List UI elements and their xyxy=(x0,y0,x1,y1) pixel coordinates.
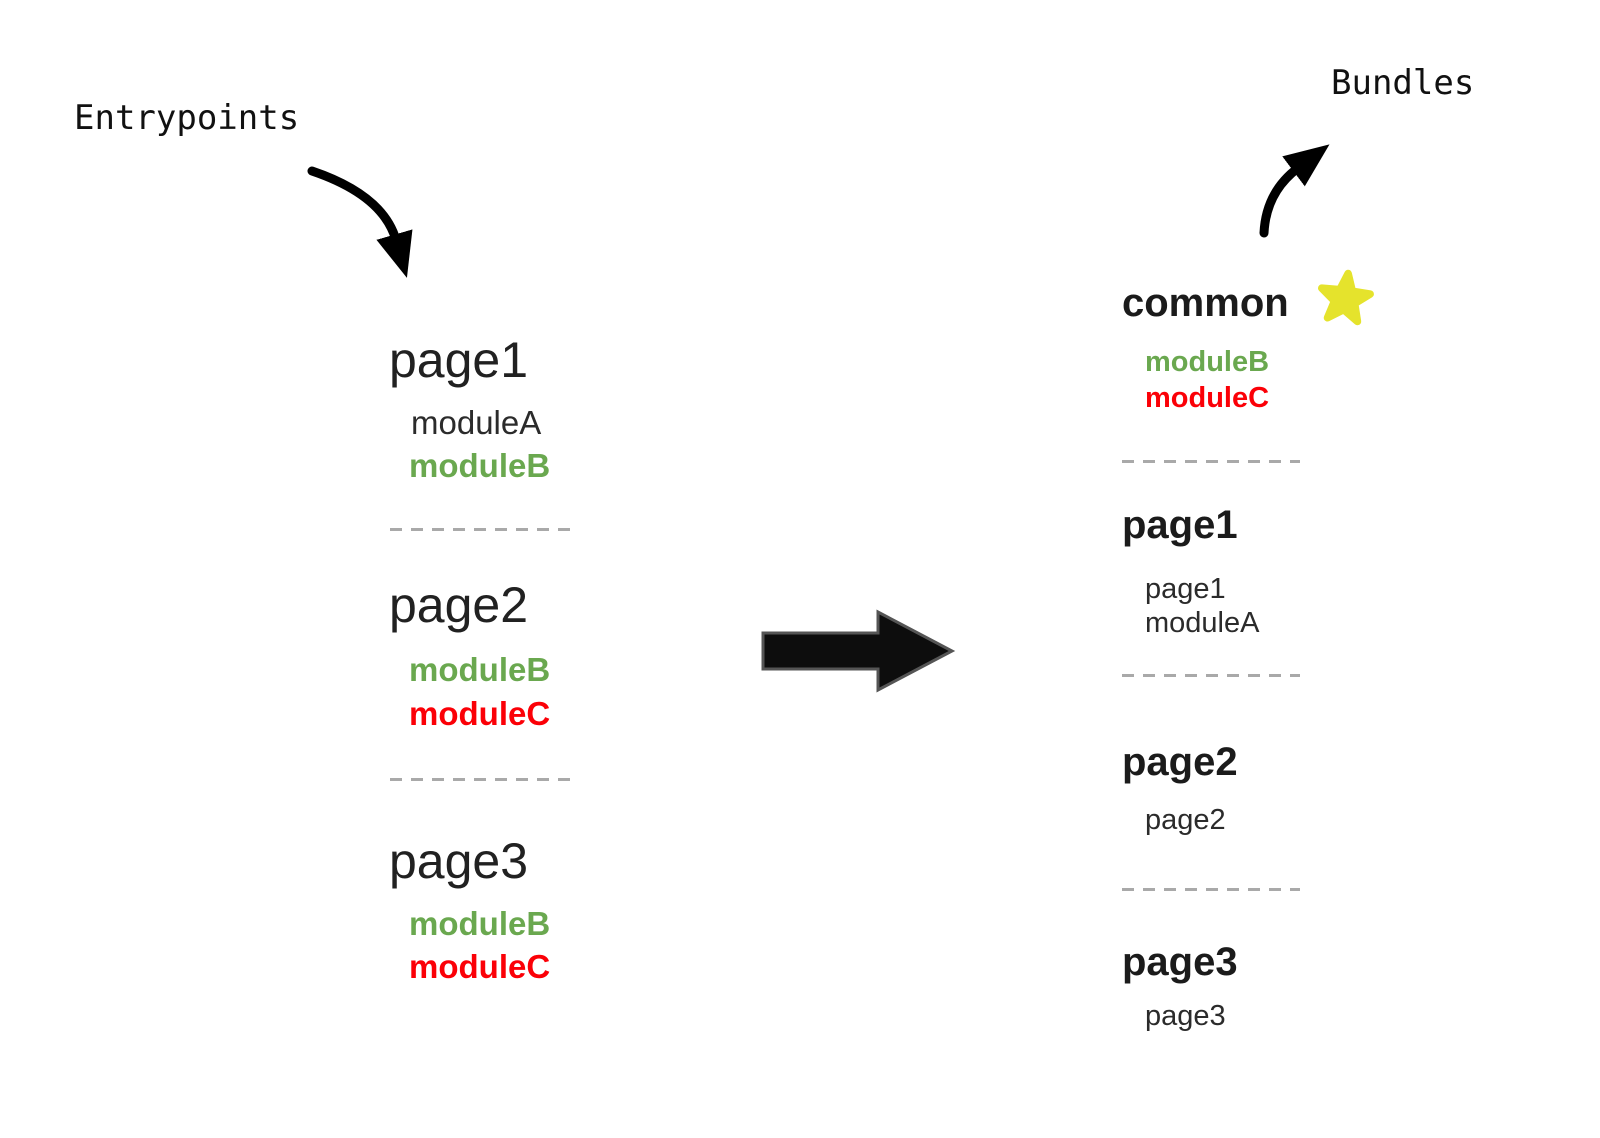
entrypoint-title: page3 xyxy=(389,833,529,889)
dashed-divider xyxy=(390,778,570,781)
dashed-divider xyxy=(390,528,570,531)
entrypoint-title: page1 xyxy=(389,332,529,388)
module-item: moduleA xyxy=(1145,607,1260,639)
module-item: moduleB xyxy=(409,651,551,688)
module-item: moduleA xyxy=(411,404,542,441)
entrypoints-arrow xyxy=(307,166,413,278)
module-item: moduleC xyxy=(409,948,551,985)
bundle-title: common xyxy=(1122,281,1289,325)
entrypoint-title: page2 xyxy=(389,577,529,633)
dashed-divider xyxy=(1122,460,1300,463)
module-item: moduleC xyxy=(409,695,551,732)
module-item: moduleC xyxy=(1145,382,1270,414)
module-item: moduleB xyxy=(1145,346,1270,378)
module-item: page3 xyxy=(1145,1000,1226,1032)
bundles-label: Bundles xyxy=(1331,63,1475,103)
star-icon xyxy=(1317,269,1374,326)
module-item: moduleB xyxy=(409,905,551,942)
bundle-title: page2 xyxy=(1122,740,1238,784)
module-item: page1 xyxy=(1145,573,1226,605)
module-item: moduleB xyxy=(409,447,551,484)
dashed-divider xyxy=(1122,888,1300,891)
module-item: page2 xyxy=(1145,804,1226,836)
bundle-title: page3 xyxy=(1122,940,1238,984)
bundles-arrow xyxy=(1259,144,1330,238)
entrypoints-label: Entrypoints xyxy=(74,98,300,138)
dashed-divider xyxy=(1122,674,1300,677)
transform-arrow xyxy=(761,609,956,693)
bundle-title: page1 xyxy=(1122,503,1238,547)
